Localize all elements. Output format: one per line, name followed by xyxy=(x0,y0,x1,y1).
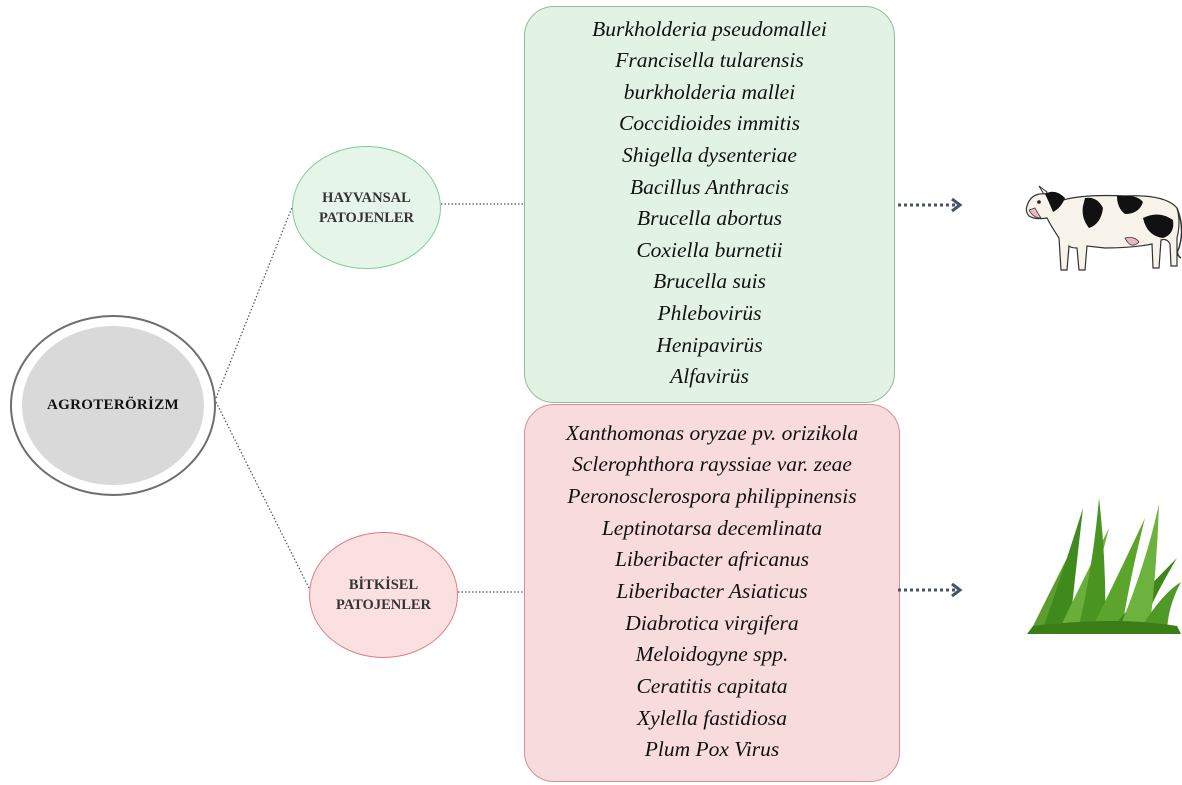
list-item: Sclerophthora rayssiae var. zeae xyxy=(572,452,852,477)
list-item: Liberibacter africanus xyxy=(614,547,810,572)
cow-illustration-icon xyxy=(1025,185,1182,271)
dotted-arrow-icon xyxy=(898,582,963,598)
list-item: Alfavirüs xyxy=(670,364,749,389)
root-node-agroterrorism: AGROTERÖRİZM xyxy=(10,315,216,496)
category-label-plant-line1: BİTKİSEL xyxy=(348,577,419,593)
category-node-animal-pathogens: HAYVANSAL PATOJENLER xyxy=(292,146,441,269)
list-item: Xanthomonas oryzae pv. orizikola xyxy=(565,420,859,445)
list-item: Shigella dysenteriae xyxy=(622,143,797,168)
plant-pathogen-list: Xanthomonas oryzae pv. orizikola Sclerop… xyxy=(524,404,900,782)
dotted-arrow-icon xyxy=(898,197,963,213)
category-node-plant-pathogens: BİTKİSEL PATOJENLER xyxy=(309,532,458,658)
list-item: Coxiella burnetii xyxy=(636,237,783,262)
category-label-plant: BİTKİSEL PATOJENLER xyxy=(319,575,449,615)
list-item: Meloidogyne spp. xyxy=(635,642,789,667)
list-item: Peronosclerospora philippinensis xyxy=(567,483,857,508)
root-label: AGROTERÖRİZM xyxy=(47,397,179,413)
list-item: Francisella tularensis xyxy=(615,48,804,73)
category-label-animal: HAYVANSAL PATOJENLER xyxy=(302,188,432,228)
list-item: Xylella fastidiosa xyxy=(637,705,787,730)
list-item: Bacillus Anthracis xyxy=(629,174,790,199)
list-item: Diabrotica virgifera xyxy=(625,610,799,635)
list-item: Phlebovirüs xyxy=(657,301,762,326)
list-item: Plum Pox Virus xyxy=(644,737,780,762)
list-item: burkholderia mallei xyxy=(623,79,796,104)
list-item: Henipavirüs xyxy=(656,332,763,357)
list-item: Coccidioides immitis xyxy=(619,111,800,136)
grass-illustration-icon xyxy=(1027,498,1181,634)
list-item: Ceratitis capitata xyxy=(636,673,788,698)
list-item: Liberibacter Asiaticus xyxy=(616,578,808,603)
animal-pathogen-list: Burkholderia pseudomallei Francisella tu… xyxy=(524,6,895,403)
connector-root-to-animal xyxy=(215,204,294,399)
list-item: Burkholderia pseudomallei xyxy=(592,16,827,41)
category-label-animal-line1: HAYVANSAL xyxy=(322,189,411,206)
category-label-animal-line2: PATOJENLER xyxy=(318,209,415,226)
category-label-plant-line2: PATOJENLER xyxy=(335,597,432,613)
list-item: Leptinotarsa decemlinata xyxy=(601,515,823,540)
root-node-inner: AGROTERÖRİZM xyxy=(22,326,204,485)
connector-root-to-plant xyxy=(215,401,311,591)
list-item: Brucella abortus xyxy=(636,206,783,231)
list-item: Brucella suis xyxy=(653,269,766,294)
